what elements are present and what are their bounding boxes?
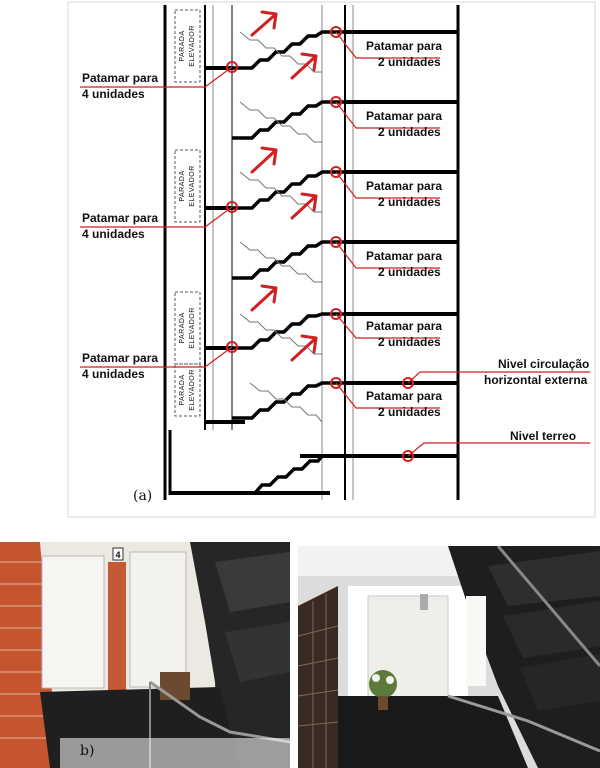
- callout-landing-2-units-6-sub: 2 unidades: [378, 405, 441, 419]
- elevator-stop-label: ELEVADOR: [189, 25, 196, 67]
- elevator-stop-label: ELEVADOR: [189, 369, 196, 411]
- callout-landing-2-units-5-sub: 2 unidades: [378, 335, 441, 349]
- callout-landing-4-units-1-sub: 4 unidades: [82, 87, 145, 101]
- callout-landing-2-units-1-sub: 2 unidades: [378, 55, 441, 69]
- callout-landing-4-units-3-sub: 4 unidades: [82, 367, 145, 381]
- photo-stair-landing-c: [298, 546, 600, 768]
- photo-b-illustration: 4: [0, 542, 290, 768]
- callout-landing-2-units-2-sub: 2 unidades: [378, 125, 441, 139]
- callout-landing-2-units-3: Patamar para: [366, 179, 442, 193]
- building-section-drawing: PARADA ELEVADOR PARADA ELEVADOR PARADA E…: [67, 1, 596, 518]
- photo-c-illustration: [298, 546, 600, 768]
- back-stairs: [239, 31, 323, 423]
- stair-flights: [232, 30, 345, 495]
- callout-landing-2-units-2: Patamar para: [366, 109, 442, 123]
- leader-lines: [80, 31, 590, 457]
- callout-external-circulation-sub: horizontal externa: [484, 373, 588, 387]
- callout-landing-4-units-2-sub: 4 unidades: [82, 227, 145, 241]
- callout-ground-level: Nivel terreo: [510, 429, 576, 443]
- callout-landing-4-units-1: Patamar para: [82, 71, 158, 85]
- structure-walls: [163, 5, 460, 500]
- door-number-sign: 4: [115, 550, 120, 560]
- floor-slabs: [170, 30, 458, 495]
- callout-landing-4-units-3: Patamar para: [82, 351, 158, 365]
- drawing-frame: [67, 1, 596, 518]
- elevator-stops: [174, 9, 201, 417]
- panel-label-b: b): [80, 743, 95, 759]
- photo-stair-landing-b: 4: [0, 542, 290, 768]
- elevator-stop-label: ELEVADOR: [189, 165, 196, 207]
- callout-landing-2-units-4: Patamar para: [366, 249, 442, 263]
- elevator-stop-label: PARADA: [179, 30, 186, 61]
- panel-label-a: (a): [133, 488, 152, 504]
- callout-landing-2-units-5: Patamar para: [366, 319, 442, 333]
- callout-landing-4-units-2: Patamar para: [82, 211, 158, 225]
- elevator-stop-labels: PARADA ELEVADOR PARADA ELEVADOR PARADA E…: [179, 25, 196, 411]
- elevator-stop-label: ELEVADOR: [189, 307, 196, 349]
- callout-landing-2-units-1: Patamar para: [366, 39, 442, 53]
- elevator-stop-label: PARADA: [179, 170, 186, 201]
- callout-landing-2-units-6: Patamar para: [366, 389, 442, 403]
- callout-external-circulation: Nivel circulação: [498, 357, 589, 371]
- elevator-stop-label: PARADA: [179, 374, 186, 405]
- elevator-stop-label: PARADA: [179, 312, 186, 343]
- callout-landing-2-units-3-sub: 2 unidades: [378, 195, 441, 209]
- flow-arrows: [250, 10, 318, 362]
- callout-landing-2-units-4-sub: 2 unidades: [378, 265, 441, 279]
- level-markers: [226, 26, 414, 462]
- tile-pattern: [298, 594, 339, 768]
